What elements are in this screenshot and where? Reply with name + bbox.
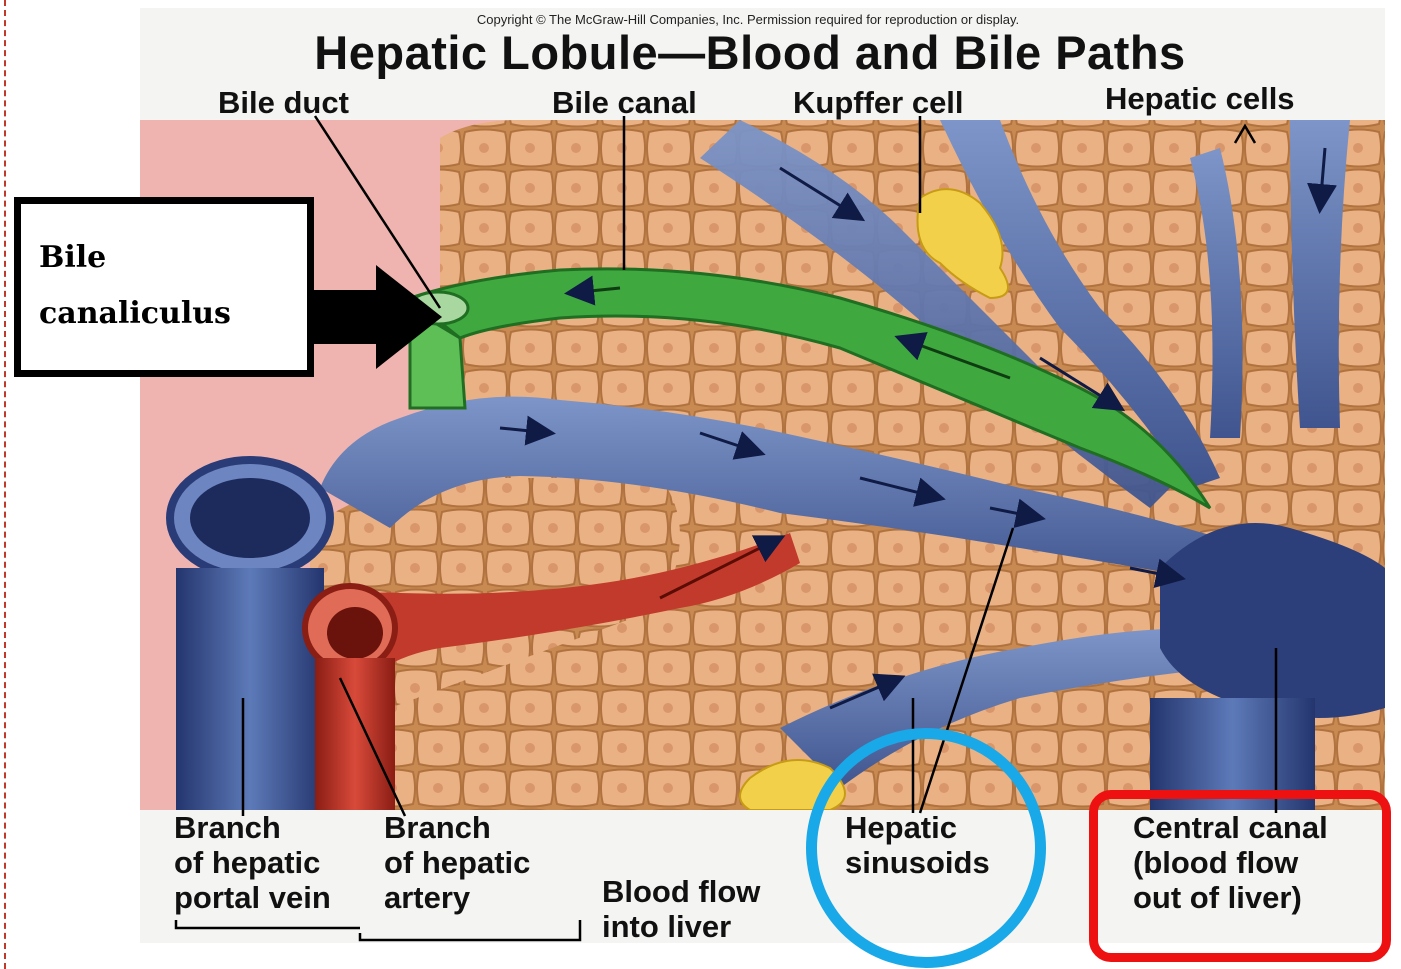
bile-canaliculus-callout: Bile canaliculus bbox=[14, 197, 314, 377]
callout-line2: canaliculus bbox=[39, 286, 231, 342]
sinusoids-highlight-circle bbox=[806, 728, 1046, 968]
figure-title: Hepatic Lobule—Blood and Bile Paths bbox=[250, 25, 1250, 80]
label-hepatic-artery-line1: Branch bbox=[384, 810, 530, 845]
label-portal-vein-line1: Branch bbox=[174, 810, 331, 845]
callout-arrow-icon bbox=[314, 265, 444, 370]
label-portal-vein-line2: of hepatic bbox=[174, 845, 331, 880]
label-blood-flow-in: Blood flow into liver bbox=[602, 874, 760, 943]
label-bile-duct: Bile duct bbox=[218, 85, 349, 120]
central-canal-highlight-box bbox=[1089, 790, 1391, 962]
label-portal-vein: Branch of hepatic portal vein bbox=[174, 810, 331, 915]
callout-text: Bile canaliculus bbox=[39, 230, 231, 342]
label-blood-flow-in-line1: Blood flow bbox=[602, 874, 760, 909]
label-portal-vein-line3: portal vein bbox=[174, 880, 331, 915]
label-hepatic-artery-line2: of hepatic bbox=[384, 845, 530, 880]
label-kupffer-cell: Kupffer cell bbox=[793, 85, 964, 120]
label-blood-flow-in-line2: into liver bbox=[602, 909, 760, 943]
label-hepatic-artery-line3: artery bbox=[384, 880, 530, 915]
callout-line1: Bile bbox=[39, 230, 231, 286]
page-margin-line bbox=[4, 0, 6, 969]
label-bile-canal: Bile canal bbox=[552, 85, 697, 120]
label-hepatic-artery: Branch of hepatic artery bbox=[384, 810, 530, 915]
label-hepatic-cells: Hepatic cells bbox=[1105, 81, 1295, 116]
